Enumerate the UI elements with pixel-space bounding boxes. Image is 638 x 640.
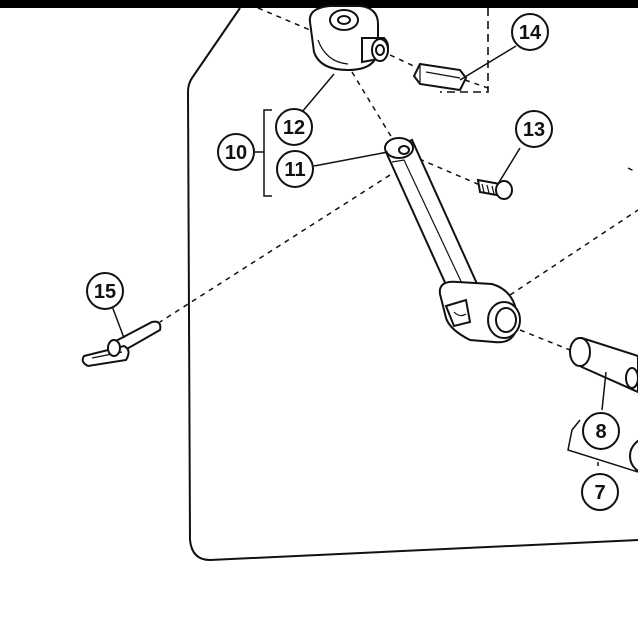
part-8-shaft xyxy=(569,336,638,394)
callout-8: 8 xyxy=(595,421,606,443)
callout-circle-partial xyxy=(629,439,638,473)
callout-circle-15 xyxy=(86,272,124,310)
part-12-collar xyxy=(308,5,389,72)
part-11-link-rod xyxy=(384,137,521,344)
callout-circle-12 xyxy=(275,108,313,146)
callout-15: 15 xyxy=(94,281,116,303)
callout-11: 11 xyxy=(284,159,305,181)
part-14-key xyxy=(412,62,468,92)
dashed-box-14 xyxy=(440,8,489,93)
callout-circle-11 xyxy=(276,150,314,188)
callout-circle-10 xyxy=(217,133,255,171)
callout-12: 12 xyxy=(283,117,305,139)
callout-circle-8 xyxy=(582,412,620,450)
panel-outline xyxy=(186,7,638,562)
callout-13: 13 xyxy=(523,119,545,141)
callout-10: 10 xyxy=(225,142,247,164)
callout-labels: 12 11 10 14 13 15 8 7 xyxy=(94,22,607,504)
callout-14: 14 xyxy=(519,22,542,44)
top-edge-bar xyxy=(0,0,638,8)
callout-7: 7 xyxy=(594,482,605,504)
callout-circle-14 xyxy=(511,13,549,51)
part-13-screw xyxy=(476,178,513,200)
callout-circle-7 xyxy=(581,473,619,511)
part-15-pin xyxy=(81,320,162,368)
callout-circles xyxy=(86,13,638,511)
callout-circle-13 xyxy=(515,110,553,148)
callout-leaders xyxy=(111,45,638,473)
